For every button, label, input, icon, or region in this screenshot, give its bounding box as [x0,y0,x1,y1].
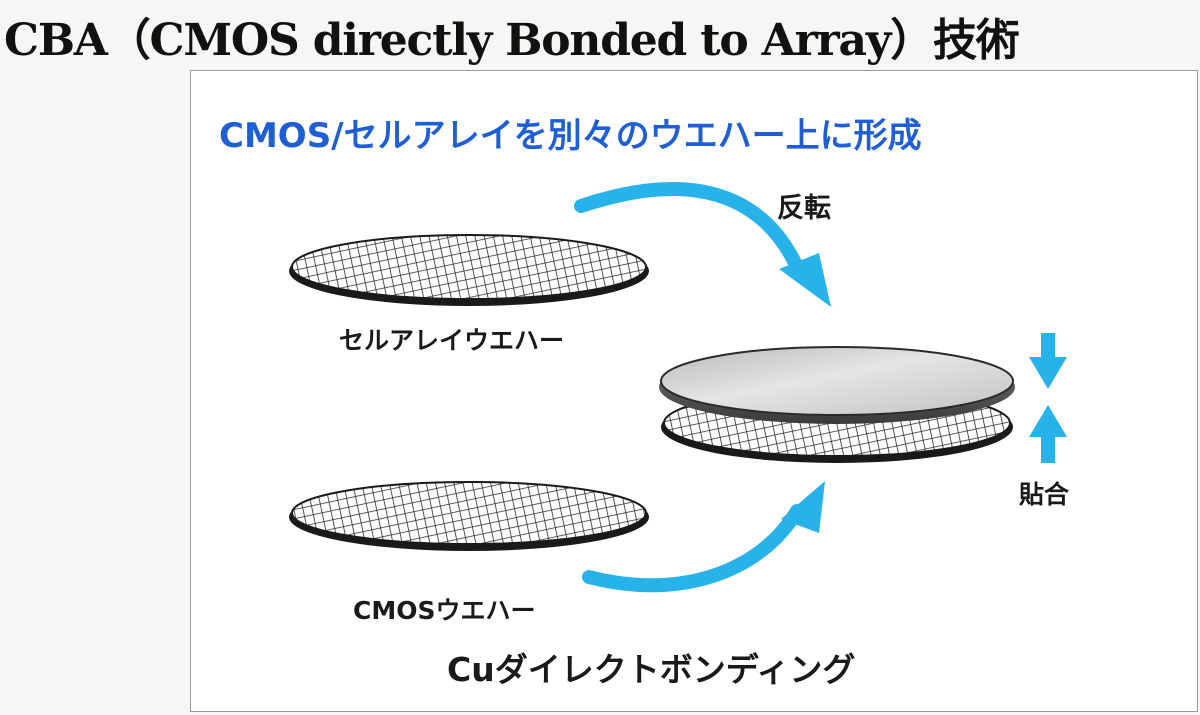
flip-label: 反転 [777,193,831,224]
cmos-wafer [289,481,649,551]
slide-title: CBA（CMOS directly Bonded to Array）技術 [4,15,1020,66]
diagram-frame: CMOS/セルアレイを別々のウエハー上に形成 セルアレイウエハー CMOSウエハ… [190,70,1198,712]
diagram-heading: CMOS/セルアレイを別々のウエハー上に形成 [219,116,922,156]
cmos-wafer-label: CMOSウエハー [353,596,535,625]
bonded-wafer-stack [659,346,1015,463]
press-up-arrow [1029,405,1067,463]
diagram-caption: Cuダイレクトボンディング [447,650,855,689]
cell-array-wafer-label: セルアレイウエハー [339,326,564,355]
wafer-bonding-diagram: CMOS/セルアレイを別々のウエハー上に形成 セルアレイウエハー CMOSウエハ… [219,116,1070,689]
bonding-arrow [582,481,825,593]
cell-array-wafer [289,234,649,306]
flip-arrow [574,182,831,307]
bonding-label: 貼合 [1019,480,1070,509]
press-down-arrow [1029,333,1067,389]
